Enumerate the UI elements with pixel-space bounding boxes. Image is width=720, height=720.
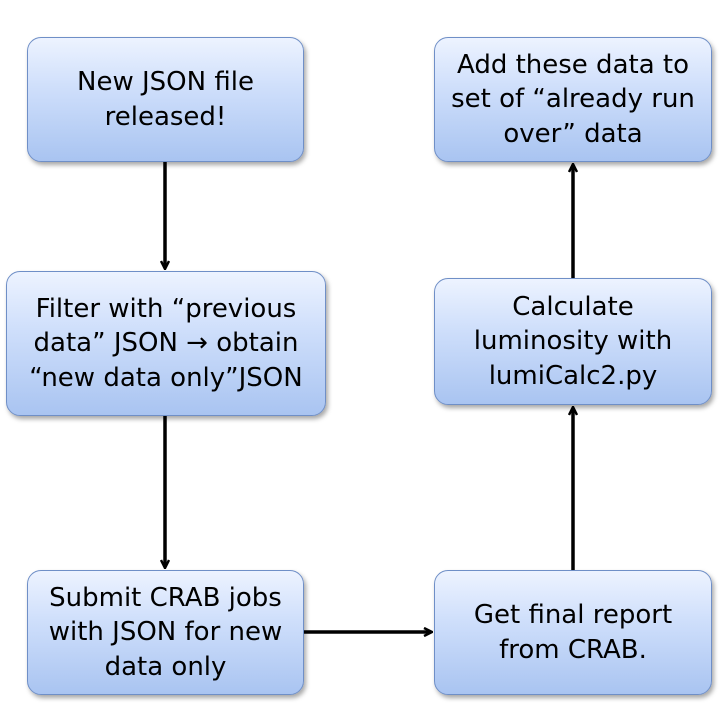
node-calculate-luminosity: Calculate luminosity with lumiCalc2.py	[434, 278, 712, 405]
node-submit-crab-jobs: Submit CRAB jobs with JSON for new data …	[27, 570, 304, 695]
node-get-final-report: Get final report from CRAB.	[434, 570, 712, 695]
node-new-json-released: New JSON file released!	[27, 37, 304, 162]
node-add-to-already-run: Add these data to set of “already run ov…	[434, 37, 712, 162]
node-filter-previous-data: Filter with “previous data” JSON → obtai…	[6, 271, 326, 416]
